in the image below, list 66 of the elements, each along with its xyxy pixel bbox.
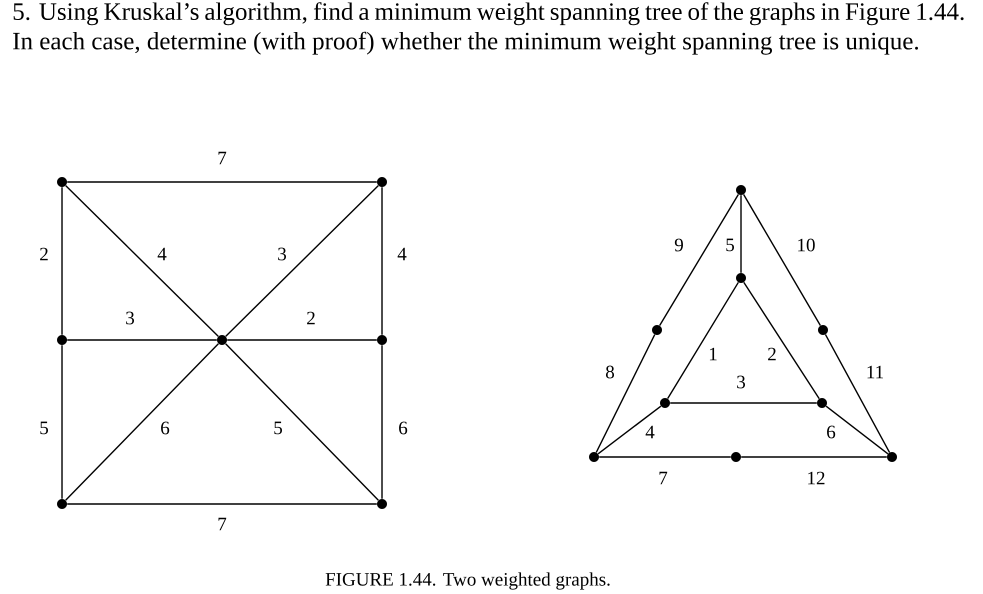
- edge-weight: 2: [307, 312, 315, 324]
- graph-edge: [381, 187, 383, 335]
- edge-weight: 4: [398, 248, 406, 260]
- graph-edge: [824, 334, 890, 453]
- edge-weight: 7: [660, 472, 668, 484]
- vertex: [377, 499, 387, 509]
- edge-weight: 8: [606, 366, 614, 378]
- graph-edge: [65, 343, 219, 501]
- edge-weight: 6: [827, 426, 836, 438]
- edge-weight: 5: [726, 238, 734, 252]
- vertex: [887, 452, 897, 462]
- graph-edge: [743, 282, 820, 400]
- graph-edge: [743, 194, 821, 326]
- edge-weight: 5: [274, 422, 282, 434]
- vertex: [57, 177, 67, 187]
- graph-edge: [598, 406, 662, 454]
- graph-edge: [741, 456, 887, 458]
- edge-weight: 6: [399, 422, 408, 434]
- edge-weight: 7: [218, 518, 226, 530]
- edge-weight: 12: [808, 472, 824, 484]
- edge-weight: 9: [674, 238, 683, 252]
- vertex: [731, 452, 741, 462]
- graph-edge: [599, 456, 731, 458]
- graph-edge: [67, 181, 377, 183]
- vertex: [736, 273, 746, 283]
- graph-edge: [381, 345, 383, 499]
- vertex: [217, 335, 227, 345]
- vertex: [589, 452, 599, 462]
- vertex: [57, 499, 67, 509]
- edge-weight: 4: [646, 426, 654, 438]
- edge-weight: 7: [218, 152, 226, 164]
- vertex: [377, 335, 387, 345]
- edge-weight: 2: [40, 248, 48, 260]
- edge-weight: 5: [40, 422, 48, 434]
- problem-text: 5. Using Kruskal’s algorithm, find a minimum weight spanning tree of the graphs in Figure 1.44. In each case, determine (with proof) whether the minimum weight spanning tree is unique.: [13, 2, 964, 55]
- vertex: [660, 398, 670, 408]
- graph-edge: [826, 406, 888, 454]
- edge-weight: 6: [161, 422, 170, 434]
- figure-caption: FIGURE 1.44. Two weighted graphs.: [326, 572, 610, 590]
- vertex: [377, 177, 387, 187]
- graph-edge: [67, 503, 377, 505]
- edge-weight: 2: [768, 348, 776, 360]
- vertex: [736, 185, 746, 195]
- graph-edge: [67, 339, 217, 341]
- graph-edge: [61, 187, 63, 335]
- graph-edge: [227, 339, 377, 341]
- edge-weight: 3: [737, 376, 745, 388]
- edge-weight: 4: [158, 248, 166, 260]
- graph-edge: [596, 334, 656, 453]
- vertex: [817, 398, 827, 408]
- graph-edge: [225, 343, 379, 501]
- edge-weight: 1: [710, 348, 717, 360]
- vertex: [818, 325, 828, 335]
- graph-edge: [659, 194, 739, 326]
- vertex: [57, 335, 67, 345]
- edge-weight: 10: [798, 238, 815, 252]
- graph-edge: [740, 195, 742, 273]
- vertex: [652, 325, 662, 335]
- graph-edge: [225, 185, 379, 337]
- edge-weight: 11: [868, 366, 883, 378]
- graph-edge: [65, 185, 219, 337]
- edge-weight: 3: [278, 248, 286, 260]
- graph-edge: [670, 402, 817, 404]
- edge-weight: 3: [126, 312, 134, 324]
- graph-edge: [61, 345, 63, 499]
- graph-edge: [667, 282, 739, 399]
